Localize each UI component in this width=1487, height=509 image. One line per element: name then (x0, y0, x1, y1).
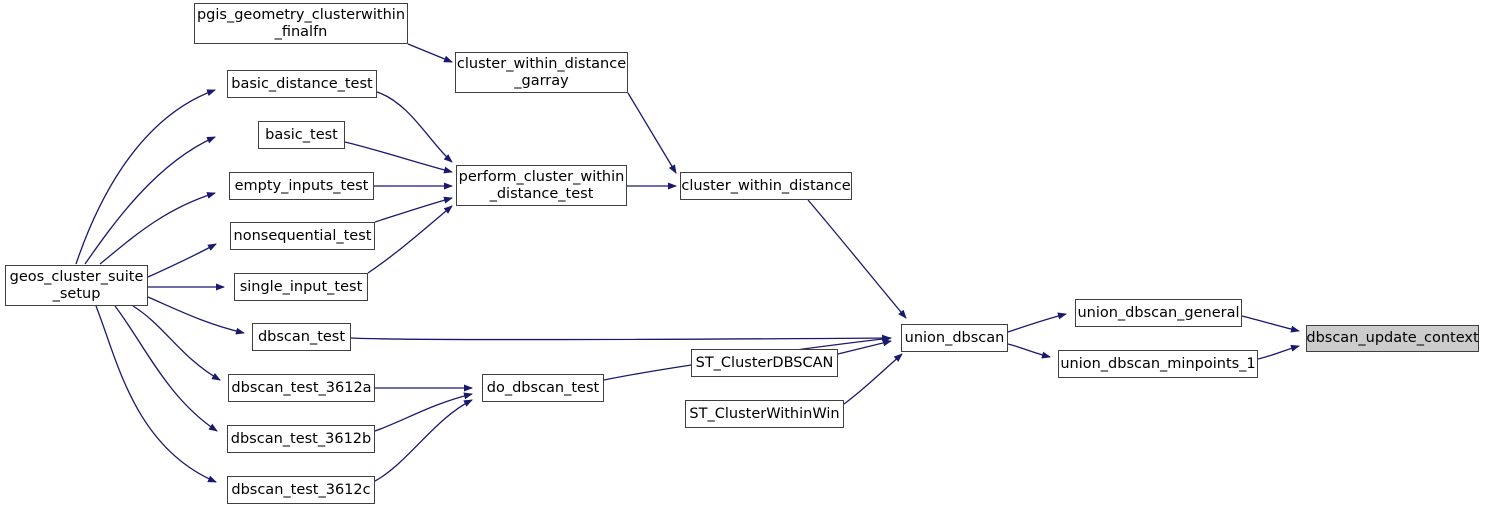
edge-basic_test-to-perform_cluster_within_distance_test (344, 141, 453, 174)
edge-nonsequential_test-to-perform_cluster_within_distance_test (374, 196, 453, 223)
edge-geos_cluster_suite_setup-to-dbscan_test (147, 296, 245, 335)
edge-union_dbscan_general-to-dbscan_update_context (1241, 315, 1300, 333)
node-single_input_test[interactable]: single_input_test (234, 273, 368, 301)
edge-union_dbscan_minpoints_1-to-dbscan_update_context (1257, 344, 1300, 360)
node-perform_cluster_within_distance_test[interactable]: perform_cluster_within _distance_test (456, 165, 627, 206)
node-dbscan_test_3612b[interactable]: dbscan_test_3612b (227, 425, 375, 453)
edge-cluster_within_distance_garray-to-cluster_within_distance (627, 92, 677, 174)
node-dbscan_test_3612a[interactable]: dbscan_test_3612a (228, 374, 375, 402)
node-basic_test[interactable]: basic_test (258, 121, 345, 149)
node-ST_ClusterDBSCAN[interactable]: ST_ClusterDBSCAN (691, 349, 838, 377)
node-nonsequential_test[interactable]: nonsequential_test (230, 222, 375, 250)
node-ST_ClusterWithinWin[interactable]: ST_ClusterWithinWin (685, 400, 844, 428)
node-dbscan_test[interactable]: dbscan_test (252, 323, 351, 351)
node-union_dbscan_general[interactable]: union_dbscan_general (1075, 299, 1242, 327)
edge-geos_cluster_suite_setup-to-empty_inputs_test (99, 192, 216, 265)
edge-dbscan_test_3612b-to-do_dbscan_test (374, 392, 473, 432)
node-union_dbscan[interactable]: union_dbscan (901, 324, 1008, 352)
edge-union_dbscan-to-union_dbscan_general (1007, 312, 1067, 333)
edge-basic_distance_test-to-perform_cluster_within_distance_test (376, 91, 453, 163)
edge-paths (75, 43, 1300, 483)
node-union_dbscan_minpoints_1[interactable]: union_dbscan_minpoints_1 (1058, 350, 1258, 378)
edge-dbscan_test_3612c-to-do_dbscan_test (374, 399, 473, 482)
edge-single_input_test-to-perform_cluster_within_distance_test (367, 205, 453, 274)
node-do_dbscan_test[interactable]: do_dbscan_test (482, 374, 604, 402)
node-cluster_within_distance[interactable]: cluster_within_distance (680, 172, 852, 200)
node-pgis_geometry_clusterwithin_finalfn[interactable]: pgis_geometry_clusterwithin _finalfn (194, 3, 408, 44)
edge-dbscan_test-to-union_dbscan (350, 334, 891, 342)
node-basic_distance_test[interactable]: basic_distance_test (227, 70, 377, 98)
edge-cluster_within_distance-to-union_dbscan (807, 199, 907, 319)
node-empty_inputs_test[interactable]: empty_inputs_test (229, 172, 374, 200)
node-cluster_within_distance_garray[interactable]: cluster_within_distance _garray (455, 52, 628, 93)
node-dbscan_update_context[interactable]: dbscan_update_context (1306, 325, 1479, 352)
node-dbscan_test_3612c[interactable]: dbscan_test_3612c (227, 476, 375, 504)
edge-geos_cluster_suite_setup-to-nonsequential_test (147, 243, 217, 278)
edge-ST_ClusterWithinWin-to-union_dbscan (843, 353, 903, 405)
edge-geos_cluster_suite_setup-to-basic_test (84, 136, 216, 265)
edge-pgis_geometry_clusterwithin_finalfn-to-cluster_within_distance_garray (407, 43, 453, 63)
node-geos_cluster_suite_setup[interactable]: geos_cluster_suite _setup (5, 265, 148, 306)
edge-geos_cluster_suite_setup-to-basic_distance_test (75, 89, 216, 265)
edge-geos_cluster_suite_setup-to-dbscan_test_3612b (114, 305, 218, 432)
edge-geos_cluster_suite_setup-to-dbscan_test_3612c (95, 305, 217, 483)
edge-union_dbscan-to-union_dbscan_minpoints_1 (1007, 343, 1051, 359)
edge-geos_cluster_suite_setup-to-dbscan_test_3612a (132, 305, 221, 381)
